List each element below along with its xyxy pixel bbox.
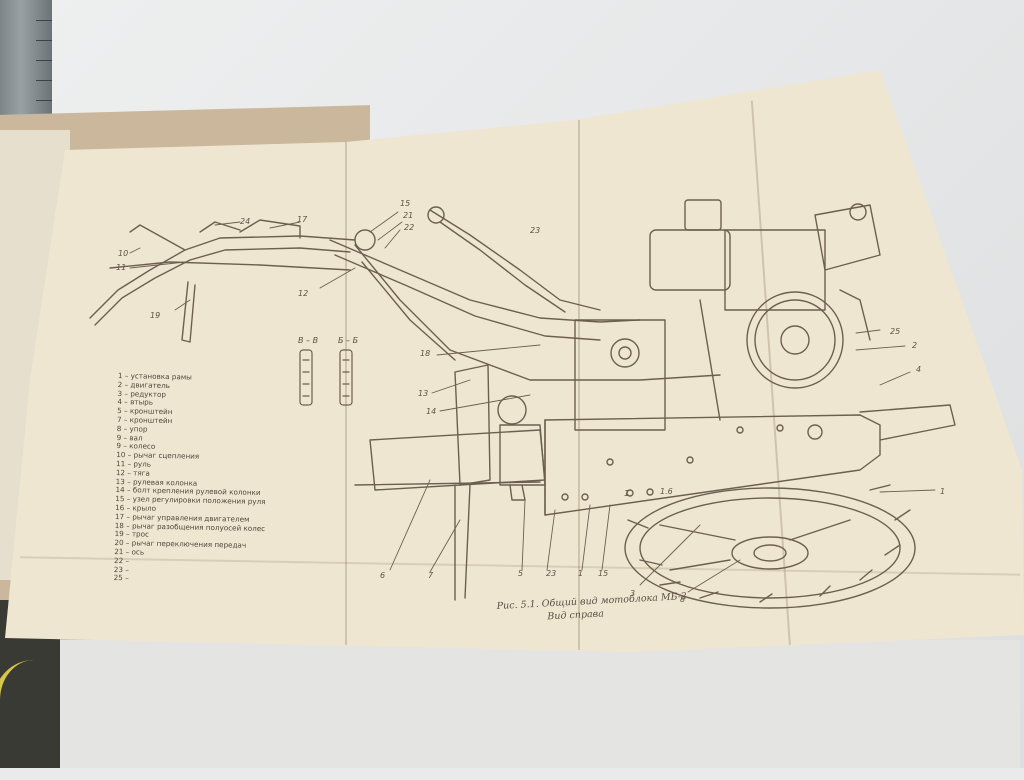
callout-label: 25 (890, 327, 900, 336)
callout-label: 19 (150, 311, 160, 320)
section-label: В – В (298, 336, 318, 345)
fold-line (578, 120, 580, 650)
callout-label: 5 (518, 569, 523, 578)
callout-label: 1 (578, 569, 583, 578)
callout-label: 23 (530, 226, 540, 235)
callout-label: 14 (426, 407, 436, 416)
callout-label: 23 (546, 569, 556, 578)
wheel (624, 484, 916, 609)
lower-paper-sheet (60, 640, 1020, 768)
callout-label: 15 (400, 199, 410, 208)
callout-label: 18 (420, 349, 430, 358)
fold-line (345, 140, 347, 645)
callout-label: 8 (680, 595, 685, 604)
main-beam (329, 206, 721, 381)
callout-label: 1 (940, 487, 945, 496)
section-label: Б – Б (338, 336, 359, 345)
parts-legend: 1 – установка рамы 2 – двигатель 3 – ред… (114, 371, 288, 587)
callout-label: 3 (630, 589, 635, 598)
callout-label: 17 (297, 215, 308, 224)
callout-label: 12 (298, 289, 308, 298)
leader-lines (129, 211, 936, 593)
callout-labels: 10 24 17 15 21 22 23 11 12 19 18 13 14 2… (116, 199, 945, 604)
handlebar-assembly (89, 219, 356, 343)
callout-label: 6 (380, 571, 385, 580)
engine (649, 199, 881, 421)
callout-label: 2 (912, 341, 917, 350)
section-views (299, 349, 353, 406)
callout-label: 7 (428, 571, 434, 580)
callout-label: 24 (240, 217, 250, 226)
callout-label: 13 (418, 389, 428, 398)
callout-label: 15 (598, 569, 608, 578)
callout-label: 11 (116, 263, 126, 272)
callout-label: 1 (624, 489, 629, 498)
callout-label: 1.6 (660, 487, 673, 496)
callout-label: 22 (404, 223, 414, 232)
callout-label: 10 (118, 249, 128, 258)
callout-label: 4 (916, 365, 921, 374)
callout-label: 21 (403, 211, 413, 220)
stand (454, 364, 546, 601)
